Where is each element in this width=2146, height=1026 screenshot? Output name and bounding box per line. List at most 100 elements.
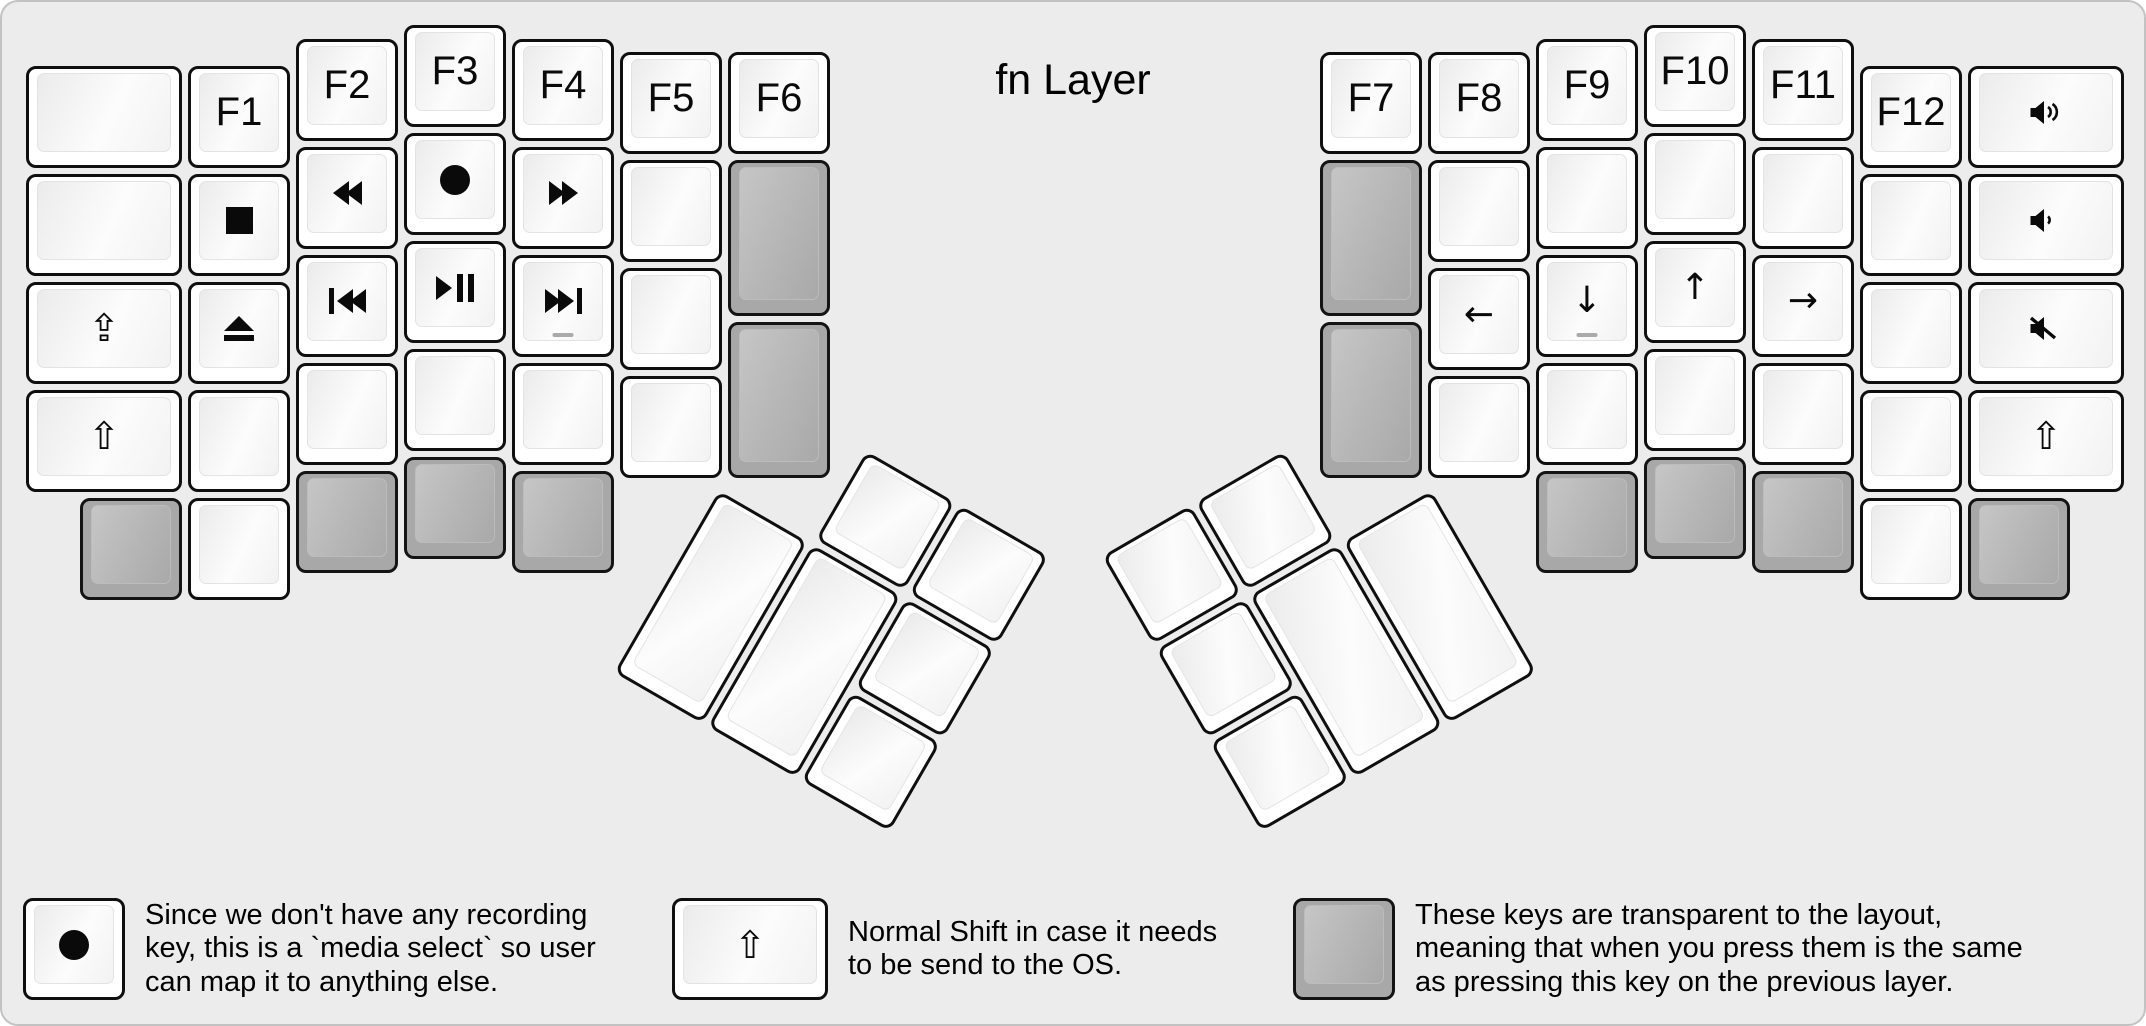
key-label: F9 <box>1563 62 1611 107</box>
key-transparent[interactable] <box>1644 457 1746 559</box>
key-blank[interactable] <box>1860 173 1962 276</box>
key-arrow-up[interactable]: ↑ <box>1644 241 1746 343</box>
key-transparent[interactable] <box>1320 322 1422 478</box>
keycap-surface <box>1763 153 1843 233</box>
key-f6[interactable]: F6 <box>728 52 830 154</box>
key-record[interactable] <box>404 133 506 235</box>
keycap-surface <box>307 153 387 233</box>
key-transparent[interactable] <box>1536 470 1638 573</box>
keycap-surface <box>1979 72 2113 152</box>
keycap-surface <box>1115 516 1224 626</box>
keycap-surface: F8 <box>1439 59 1519 138</box>
key-blank[interactable] <box>1536 146 1638 249</box>
key-blank[interactable] <box>620 268 722 370</box>
key-f7[interactable]: F7 <box>1320 52 1422 154</box>
key-blank[interactable] <box>404 349 506 451</box>
key-blank[interactable] <box>188 389 290 492</box>
keycap-surface <box>631 383 711 462</box>
key-blank[interactable] <box>512 362 614 465</box>
key-label: F4 <box>539 62 587 107</box>
keycap-surface <box>1547 369 1627 449</box>
key-arrow-right[interactable]: → <box>1752 254 1854 357</box>
legend-item: Since we don't have any recording key, t… <box>23 898 596 1000</box>
key-volume-down[interactable] <box>1968 173 2124 276</box>
key-volume-mute[interactable] <box>1968 281 2124 384</box>
keycap-surface <box>199 288 279 368</box>
record-icon <box>440 164 470 195</box>
keycap-surface <box>415 464 495 543</box>
keycap-surface <box>1871 504 1951 584</box>
capslock-icon: ⇪ <box>88 306 120 350</box>
key-blank[interactable] <box>1752 146 1854 249</box>
keycap-surface <box>1304 905 1384 984</box>
key-blank[interactable] <box>1644 349 1746 451</box>
key-transparent[interactable] <box>404 457 506 559</box>
key-label: F3 <box>431 49 479 93</box>
key-f12[interactable]: F12 <box>1860 65 1962 168</box>
keycap-surface <box>523 153 603 233</box>
key-f3[interactable]: F3 <box>404 25 506 127</box>
key-blank[interactable] <box>1428 160 1530 262</box>
key-f10[interactable]: F10 <box>1644 25 1746 127</box>
homing-dash <box>552 333 574 337</box>
key-blank[interactable] <box>296 362 398 465</box>
key-blank[interactable] <box>26 173 182 276</box>
key-f2[interactable]: F2 <box>296 38 398 141</box>
key-transparent[interactable] <box>1320 160 1422 316</box>
key-shift[interactable]: ⇧ <box>26 389 182 492</box>
key-blank[interactable] <box>620 376 722 478</box>
key-shift: ⇧ <box>672 898 828 1000</box>
keycap-surface <box>523 261 603 341</box>
key-eject[interactable] <box>188 281 290 384</box>
key-transparent[interactable] <box>512 470 614 573</box>
eject-icon <box>224 315 254 341</box>
key-blank[interactable] <box>620 160 722 262</box>
keycap-surface <box>1871 288 1951 368</box>
key-transparent[interactable] <box>728 160 830 316</box>
keycap-surface <box>1331 167 1411 300</box>
next-track-icon <box>544 288 582 314</box>
key-volume-up[interactable] <box>1968 65 2124 168</box>
legend-item: ⇧Normal Shift in case it needs to be sen… <box>672 898 1217 1000</box>
keycap-surface <box>631 167 711 246</box>
key-blank[interactable] <box>1644 133 1746 235</box>
keycap-surface: F9 <box>1547 45 1627 125</box>
key-transparent[interactable] <box>728 322 830 478</box>
key-f8[interactable]: F8 <box>1428 52 1530 154</box>
key-shift[interactable]: ⇧ <box>1968 389 2124 492</box>
key-blank[interactable] <box>188 497 290 600</box>
key-transparent[interactable] <box>80 497 182 600</box>
keycap-surface <box>872 610 982 719</box>
key-rewind[interactable] <box>296 146 398 249</box>
key-stop[interactable] <box>188 173 290 276</box>
keycap-surface <box>818 703 928 813</box>
key-next-track[interactable] <box>512 254 614 357</box>
key-fast-forward[interactable] <box>512 146 614 249</box>
key-transparent[interactable] <box>296 470 398 573</box>
key-blank[interactable] <box>1860 497 1962 600</box>
key-f4[interactable]: F4 <box>512 38 614 141</box>
key-f9[interactable]: F9 <box>1536 38 1638 141</box>
key-blank[interactable] <box>1428 376 1530 478</box>
keycap-surface: F3 <box>415 32 495 111</box>
keycap-surface <box>199 180 279 260</box>
key-blank[interactable] <box>1536 362 1638 465</box>
key-transparent[interactable] <box>1968 497 2070 600</box>
key-arrow-down[interactable]: ↓ <box>1536 254 1638 357</box>
key-capslock[interactable]: ⇪ <box>26 281 182 384</box>
key-prev-track[interactable] <box>296 254 398 357</box>
key-blank[interactable] <box>1860 389 1962 492</box>
key-blank[interactable] <box>26 65 182 168</box>
key-f5[interactable]: F5 <box>620 52 722 154</box>
keycap-surface <box>415 140 495 219</box>
key-transparent[interactable] <box>1752 470 1854 573</box>
legend-text: These keys are transparent to the layout… <box>1415 898 2023 998</box>
keycap-surface <box>37 72 171 152</box>
key-play-pause[interactable] <box>404 241 506 343</box>
key-f1[interactable]: F1 <box>188 65 290 168</box>
legend-item: These keys are transparent to the layout… <box>1293 898 2023 1000</box>
key-blank[interactable] <box>1860 281 1962 384</box>
key-blank[interactable] <box>1752 362 1854 465</box>
key-f11[interactable]: F11 <box>1752 38 1854 141</box>
key-arrow-left[interactable]: ← <box>1428 268 1530 370</box>
